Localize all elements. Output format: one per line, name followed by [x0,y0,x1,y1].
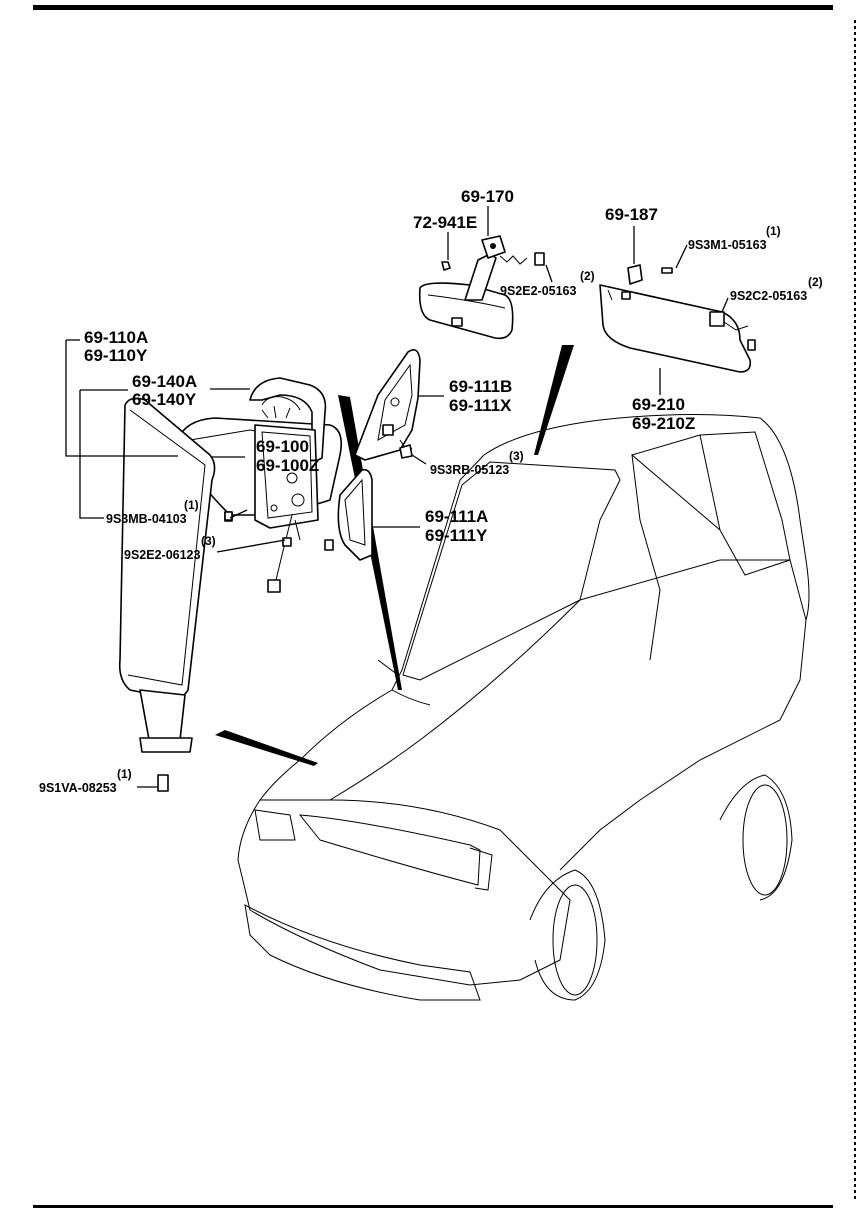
mirror-glass-111A [324,468,373,561]
sun-visor [599,264,756,373]
leader-lines [65,206,729,788]
label-69-110Y: 69-110Y [84,346,148,365]
label-69-100: 69-100 [256,437,309,456]
label-69-187: 69-187 [605,205,658,224]
interior-mirror [418,235,545,340]
label-69-111X: 69-111X [449,396,512,415]
fasteners [224,444,413,547]
label-69-210: 69-210 [632,395,685,414]
outer-mirror-110A [177,377,343,593]
mirror-bracket-111B [354,349,421,461]
label-69-140Y: 69-140Y [132,390,197,409]
part-labels: 69-170 72-941E (2) 9S2E2-05163 69-187 (1… [39,187,823,795]
qty-9S3RB-05123: (3) [509,449,524,463]
qty-9S2E2-05163: (2) [580,269,595,283]
vehicle-outline [237,413,810,1001]
label-9S3M1-05163: 9S3M1-05163 [688,238,767,252]
label-9S2C2-05163: 9S2C2-05163 [730,289,807,303]
label-69-111Y: 69-111Y [425,526,488,545]
label-9S3MB-04103: 9S3MB-04103 [106,512,187,526]
label-69-111B: 69-111B [449,377,512,396]
qty-9S2E2-06123: (3) [201,534,216,548]
qty-9S3MB-04103: (1) [184,498,199,512]
label-69-111A: 69-111A [425,507,488,526]
bottom-rule [33,1205,833,1208]
label-69-170: 69-170 [461,187,514,206]
label-9S2E2-06123: 9S2E2-06123 [124,548,201,562]
label-69-100Z: 69-100Z [256,456,319,475]
label-69-110A: 69-110A [84,328,148,347]
label-9S1VA-08253: 9S1VA-08253 [39,781,117,795]
label-69-210Z: 69-210Z [632,414,695,433]
outer-mirror-100 [118,397,216,792]
qty-9S2C2-05163: (2) [808,275,823,289]
label-72-941E: 72-941E [413,213,477,232]
label-9S2E2-05163: 9S2E2-05163 [500,284,577,298]
top-rule [33,5,833,10]
label-69-140A: 69-140A [132,372,197,391]
qty-9S1VA-08253: (1) [117,767,132,781]
qty-9S3M1-05163: (1) [766,224,781,238]
label-9S3RB-05123: 9S3RB-05123 [430,463,509,477]
